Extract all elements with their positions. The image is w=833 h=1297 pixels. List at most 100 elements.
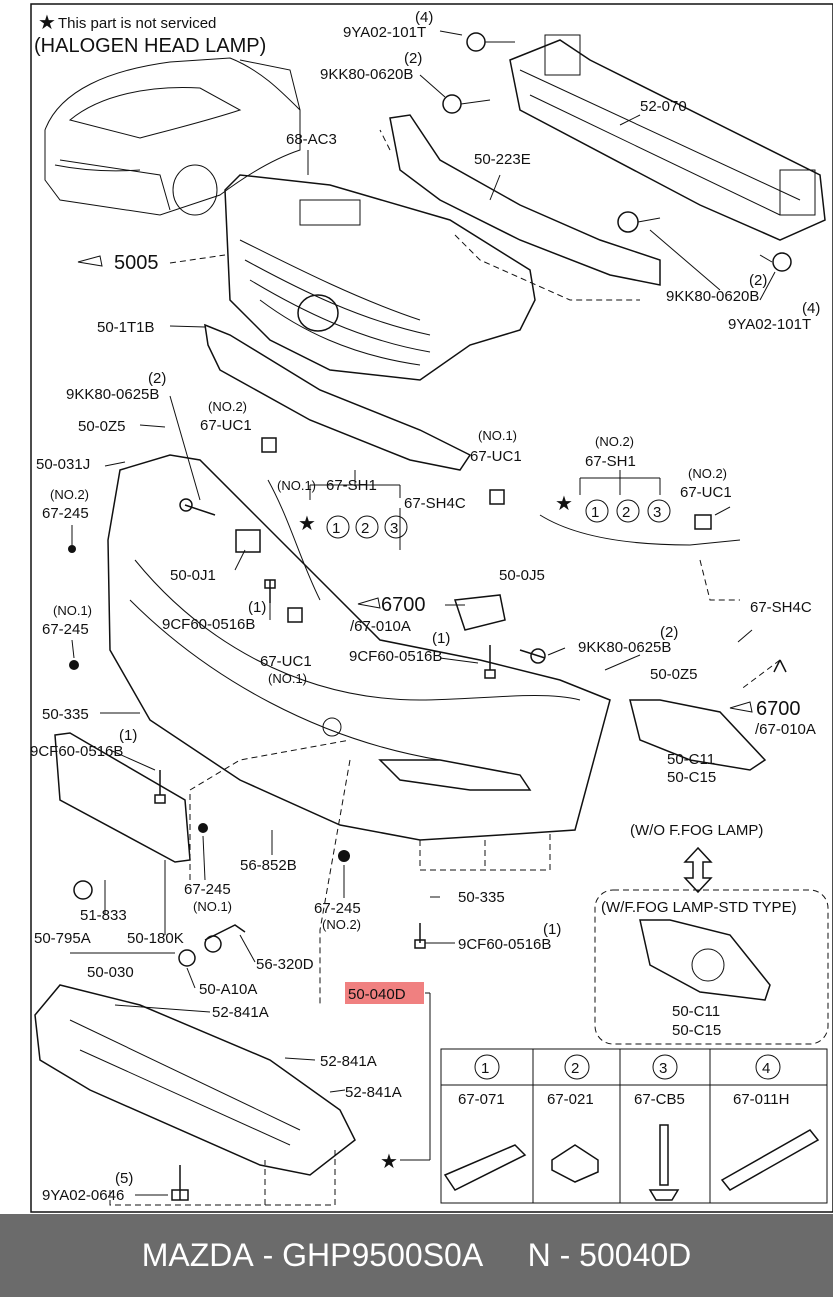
connector-icon <box>287 607 303 623</box>
bracket-icon <box>453 594 506 631</box>
svg-text:67-245: 67-245 <box>42 505 89 522</box>
svg-text:50-180K: 50-180K <box>127 930 184 947</box>
svg-text:(NO.1): (NO.1) <box>53 603 92 618</box>
svg-text:(NO.2): (NO.2) <box>50 487 89 502</box>
svg-text:(4): (4) <box>802 300 820 317</box>
svg-text:50-1T1B: 50-1T1B <box>97 319 155 336</box>
svg-text:(1): (1) <box>119 727 137 744</box>
legend-number: 3 <box>659 1060 667 1077</box>
clip-icon <box>648 1124 680 1201</box>
svg-text:67-245: 67-245 <box>184 881 231 898</box>
svg-text:50-335: 50-335 <box>42 706 89 723</box>
svg-text:(1): (1) <box>248 599 266 616</box>
svg-text:67-UC1: 67-UC1 <box>470 448 522 465</box>
svg-text:50-335: 50-335 <box>458 889 505 906</box>
grille <box>224 174 536 381</box>
connector-icon <box>489 489 505 505</box>
svg-text:9KK80-0620B: 9KK80-0620B <box>320 66 413 83</box>
legend-number: 4 <box>762 1060 770 1077</box>
svg-text:(NO.1): (NO.1) <box>193 899 232 914</box>
legend-table: 1 2 3 4 67-071 67-021 67-CB5 67-011H <box>440 1048 828 1204</box>
bumper-cover <box>107 454 611 841</box>
svg-text:6700: 6700 <box>756 698 801 720</box>
fog-lamp-option-box <box>594 889 829 1045</box>
svg-text:50-0J1: 50-0J1 <box>170 567 216 584</box>
svg-text:(NO.2): (NO.2) <box>688 466 727 481</box>
star-icon: ★ <box>555 493 573 515</box>
svg-text:9YA02-101T: 9YA02-101T <box>343 24 426 41</box>
bolt-icon <box>442 32 792 272</box>
svg-text:9CF60-0516B: 9CF60-0516B <box>349 648 442 665</box>
svg-text:(2): (2) <box>749 272 767 289</box>
svg-text:52-841A: 52-841A <box>320 1053 377 1070</box>
svg-text:(NO.1): (NO.1) <box>277 478 316 493</box>
svg-text:5005: 5005 <box>114 252 159 274</box>
car-illustration <box>44 57 301 216</box>
svg-text:(NO.1): (NO.1) <box>268 671 307 686</box>
svg-text:9CF60-0516B: 9CF60-0516B <box>30 743 123 760</box>
reference-arrow-icon <box>77 255 787 713</box>
legend-part: 67-011H <box>733 1091 789 1108</box>
footer-bar: MAZDA - GHP9500S0A N - 50040D <box>0 1214 833 1297</box>
callout-number: 1 <box>591 504 599 521</box>
svg-text:67-SH4C: 67-SH4C <box>404 495 466 512</box>
svg-text:50-C11: 50-C11 <box>672 1003 720 1020</box>
energy-absorber <box>389 114 661 286</box>
callout-number: 2 <box>622 504 630 521</box>
svg-text:68-AC3: 68-AC3 <box>286 131 337 148</box>
svg-text:50-0Z5: 50-0Z5 <box>650 666 698 683</box>
highlight-box <box>345 982 424 1004</box>
svg-text:67-UC1: 67-UC1 <box>260 653 312 670</box>
tow-hook-icon <box>204 924 246 941</box>
svg-text:9KK80-0625B: 9KK80-0625B <box>578 639 671 656</box>
legend-part: 67-CB5 <box>634 1091 685 1108</box>
callout-number: 3 <box>653 504 661 521</box>
svg-text:50-223E: 50-223E <box>474 151 531 168</box>
star-icon: ★ <box>298 513 316 535</box>
cap-icon <box>73 880 93 900</box>
svg-text:9CF60-0516B: 9CF60-0516B <box>458 936 551 953</box>
svg-text:67-245: 67-245 <box>42 621 89 638</box>
brand-name: MAZDA <box>141 1237 254 1273</box>
star-icon: ★ <box>38 12 56 34</box>
svg-text:9KK80-0625B: 9KK80-0625B <box>66 386 159 403</box>
svg-text:(NO.2): (NO.2) <box>208 399 247 414</box>
svg-text:(4): (4) <box>415 9 433 26</box>
svg-text:56-320D: 56-320D <box>256 956 314 973</box>
svg-text:9KK80-0620B: 9KK80-0620B <box>666 288 759 305</box>
parts-diagram: ★ This part is not serviced (HALOGEN HEA… <box>30 3 833 1213</box>
svg-text:50-A10A: 50-A10A <box>199 981 257 998</box>
part-number: GHP9500S0A <box>282 1237 484 1273</box>
svg-text:51-833: 51-833 <box>80 907 127 924</box>
callout-number: 3 <box>390 520 398 537</box>
svg-text:(2): (2) <box>148 370 166 387</box>
svg-text:9CF60-0516B: 9CF60-0516B <box>162 616 255 633</box>
reference-number: N - 50040D <box>527 1237 692 1273</box>
svg-text:67-UC1: 67-UC1 <box>680 484 732 501</box>
svg-text:9YA02-101T: 9YA02-101T <box>728 316 811 333</box>
svg-text:50-030: 50-030 <box>87 964 134 981</box>
svg-text:52-841A: 52-841A <box>212 1004 269 1021</box>
svg-text:50-795A: 50-795A <box>34 930 91 947</box>
clip-icon <box>443 1144 527 1191</box>
wire-harness <box>539 514 741 546</box>
svg-text:(W/F.FOG LAMP-STD TYPE): (W/F.FOG LAMP-STD TYPE) <box>601 899 797 916</box>
svg-text:(2): (2) <box>404 50 422 67</box>
svg-text:50-0Z5: 50-0Z5 <box>78 418 126 435</box>
double-arrow-icon <box>683 846 713 894</box>
cap-icon <box>178 949 196 967</box>
clip-icon <box>720 1129 820 1191</box>
svg-text:67-SH1: 67-SH1 <box>585 453 636 470</box>
variant-title: (HALOGEN HEAD LAMP) <box>34 35 266 57</box>
svg-text:(NO.2): (NO.2) <box>595 434 634 449</box>
lower-grille <box>204 323 472 471</box>
svg-text:67-245: 67-245 <box>314 900 361 917</box>
svg-text:67-UC1: 67-UC1 <box>200 417 252 434</box>
legend-part: 67-021 <box>547 1091 594 1108</box>
svg-text:(NO.1): (NO.1) <box>478 428 517 443</box>
svg-text:56-852B: 56-852B <box>240 857 297 874</box>
fog-bezel-with <box>639 919 771 1001</box>
legend-number: 2 <box>571 1060 579 1077</box>
svg-text:9YA02-0646: 9YA02-0646 <box>42 1187 124 1204</box>
svg-text:(1): (1) <box>543 921 561 938</box>
